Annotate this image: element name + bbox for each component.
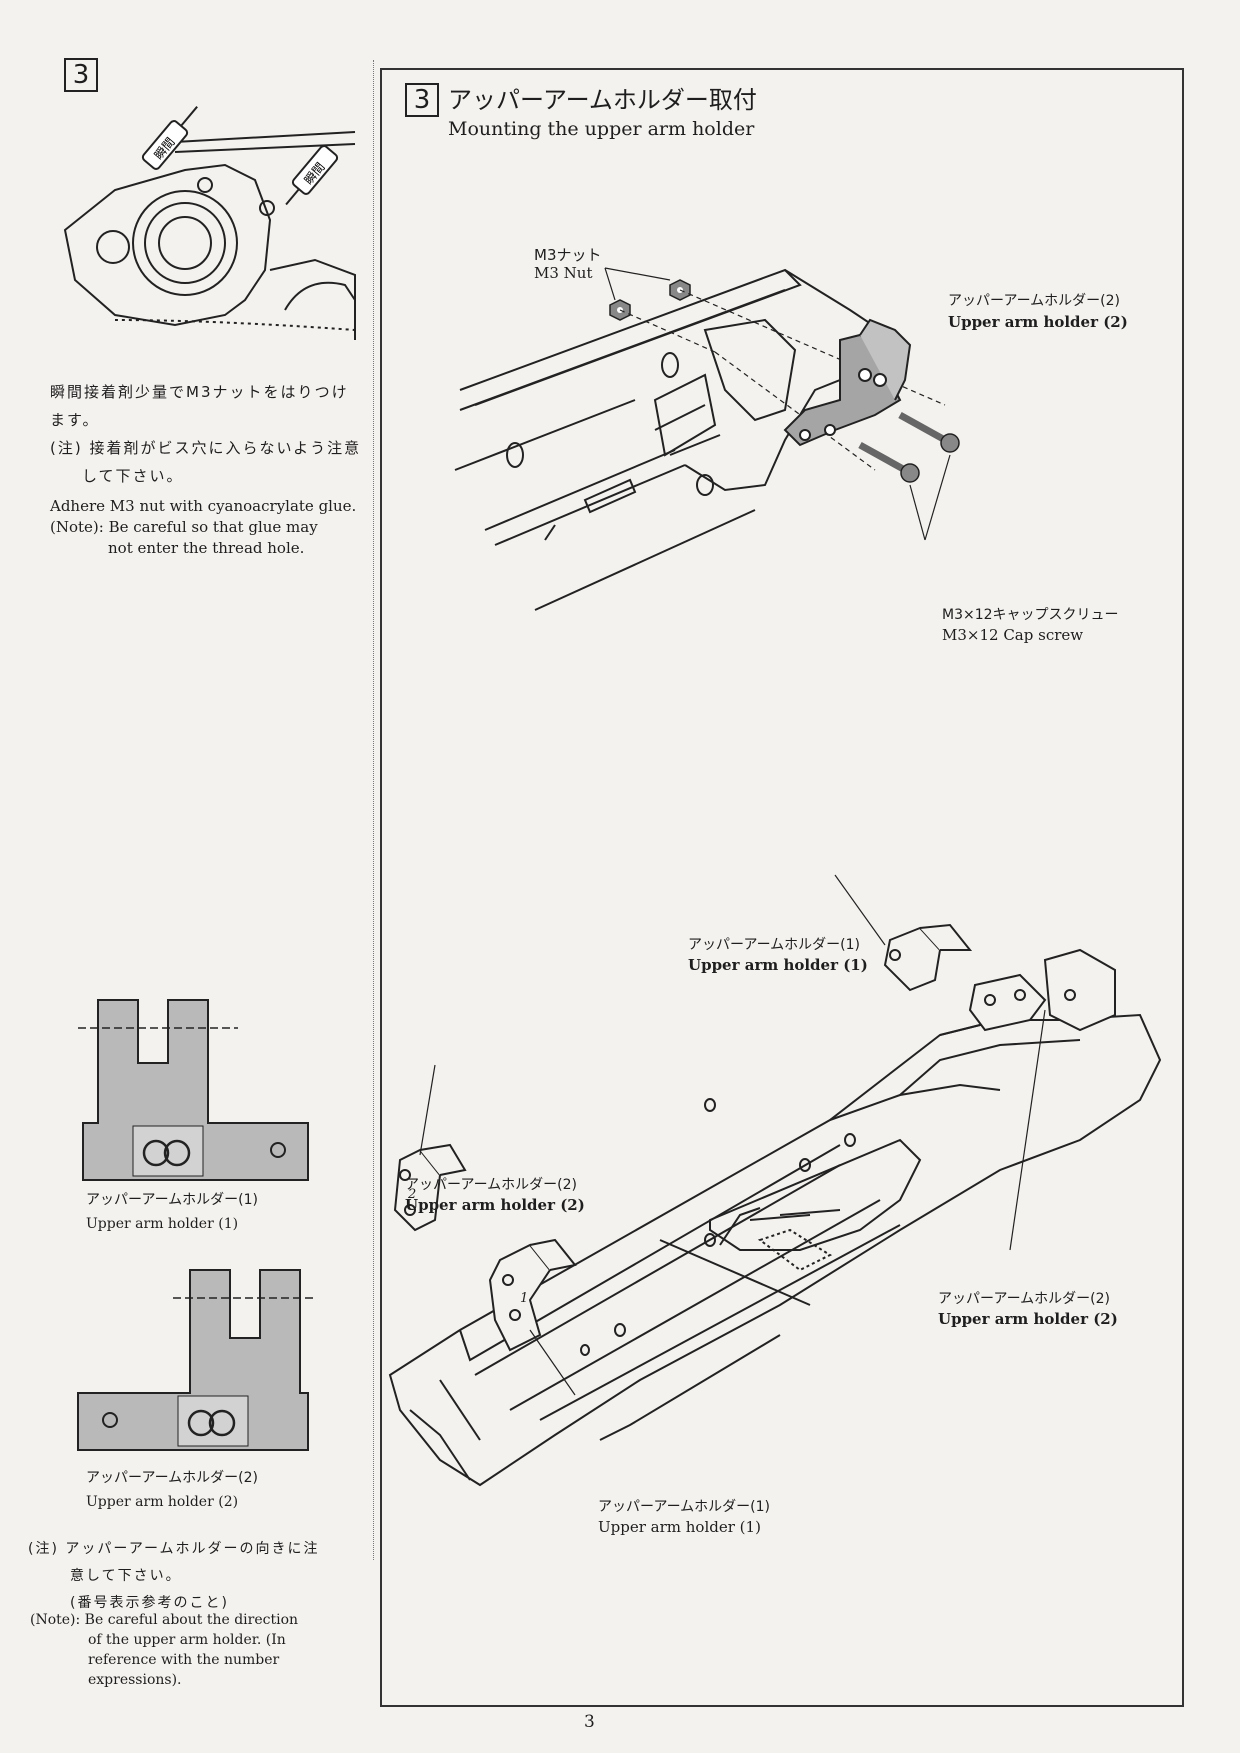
holder1-on-chassis-front: [883, 923, 973, 992]
glue-note-en-line2: (Note): Be careful so that glue may: [50, 518, 318, 536]
holder1-label-en: Upper arm holder (1): [86, 1216, 239, 1232]
callout-holder1-lower-jp: アッパーアームホルダー(1): [598, 1499, 771, 1515]
glue-illustration: 瞬間 瞬間: [63, 106, 356, 340]
chassis-assembly-diagram: 1 2: [388, 874, 1162, 1487]
main-title-jp: アッパーアームホルダー取付: [448, 86, 757, 114]
cap-screw-lower: [858, 441, 920, 483]
holder2-diagram: [77, 1269, 313, 1451]
part-number-2: 2: [407, 1187, 416, 1202]
direction-note-jp: (注) アッパーアームホルダーの向きに注 意して下さい。 (番号表示参考のこと): [28, 1536, 368, 1617]
callout-m3-nut-en: M3 Nut: [534, 264, 593, 282]
callout-holder2-left-en: Upper arm holder (2): [405, 1196, 585, 1214]
holder1-label-jp: アッパーアームホルダー(1): [86, 1192, 259, 1208]
holder2-on-chassis-left: 2: [393, 1143, 467, 1232]
callout-holder2-right-jp: アッパーアームホルダー(2): [938, 1291, 1111, 1307]
main-step-number: 3: [405, 83, 439, 117]
glue-tube-left: 瞬間: [141, 106, 198, 170]
direction-note-en-line4: expressions).: [88, 1672, 182, 1688]
main-title-en: Mounting the upper arm holder: [448, 118, 755, 140]
direction-note-jp-line3: (番号表示参考のこと): [70, 1595, 229, 1611]
callout-holder2-top-en: Upper arm holder (2): [948, 313, 1128, 331]
direction-note-en: (Note): Be careful about the direction o…: [30, 1610, 370, 1690]
callout-holder1-upper-en: Upper arm holder (1): [688, 956, 868, 974]
callout-cap-screw-jp: M3×12キャップスクリュー: [942, 607, 1119, 623]
callout-holder2-top-jp: アッパーアームホルダー(2): [948, 293, 1121, 309]
callout-holder1-upper-jp: アッパーアームホルダー(1): [688, 937, 861, 953]
callout-cap-screw-en: M3×12 Cap screw: [942, 626, 1084, 644]
callout-m3-nut-jp: M3ナット: [534, 246, 602, 264]
holder2-label-jp: アッパーアームホルダー(2): [86, 1470, 259, 1486]
holder2-on-chassis-right: [968, 948, 1116, 1032]
glue-note-jp-line2: ます。: [50, 411, 100, 429]
sidebar-divider: [373, 60, 374, 1560]
glue-caution-jp-line1: (注) 接着剤がビス穴に入らないよう注意: [50, 439, 362, 457]
callout-holder1-lower-en: Upper arm holder (1): [598, 1518, 761, 1536]
part-number-1: 1: [520, 1291, 528, 1306]
glue-tube-right: 瞬間: [285, 145, 339, 206]
callout-holder2-left-jp: アッパーアームホルダー(2): [405, 1177, 578, 1193]
glue-note-en: Adhere M3 nut with cyanoacrylate glue. (…: [50, 496, 380, 559]
sidebar-step-number: 3: [64, 58, 98, 92]
holder1-on-chassis-rear: 1: [488, 1238, 577, 1352]
main-step-panel: [380, 68, 1184, 1707]
direction-note-jp-line2: 意して下さい。: [70, 1568, 182, 1584]
page-number: 3: [584, 1712, 595, 1732]
direction-note-en-line2: of the upper arm holder. (In: [88, 1632, 286, 1648]
glue-note-en-line1: Adhere M3 nut with cyanoacrylate glue.: [50, 497, 357, 515]
callout-holder2-right-en: Upper arm holder (2): [938, 1310, 1118, 1328]
glue-note-jp-line1: 瞬間接着剤少量でM3ナットをはりつけ: [50, 383, 349, 401]
upper-arm-holder-2-part: [783, 318, 912, 447]
holder2-label-en: Upper arm holder (2): [86, 1494, 239, 1510]
glue-caution-jp-line2: して下さい。: [82, 467, 184, 485]
direction-note-en-line1: (Note): Be careful about the direction: [30, 1612, 299, 1628]
exploded-assembly-diagram: [454, 267, 960, 611]
glue-note-en-line3: not enter the thread hole.: [108, 539, 305, 557]
cap-screw-upper: [898, 411, 960, 453]
glue-note-jp: 瞬間接着剤少量でM3ナットをはりつけ ます。 (注) 接着剤がビス穴に入らないよ…: [50, 378, 380, 490]
direction-note-jp-line1: (注) アッパーアームホルダーの向きに注: [28, 1541, 320, 1557]
holder1-diagram: [78, 999, 309, 1181]
direction-note-en-line3: reference with the number: [88, 1652, 280, 1668]
